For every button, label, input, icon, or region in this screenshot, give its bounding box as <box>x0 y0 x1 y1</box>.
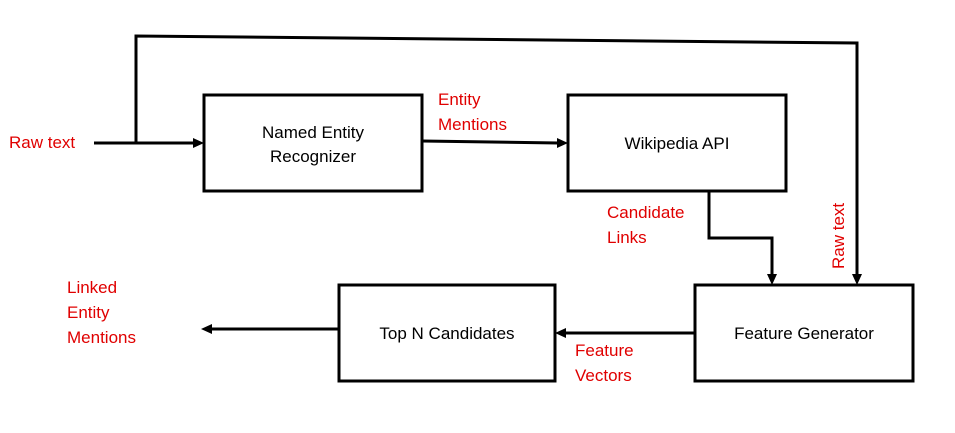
arrow-top-n-to-output <box>201 324 339 334</box>
box-named-entity-recognizer: Named Entity Recognizer <box>202 93 424 193</box>
arrow-feature-generator-to-top-n <box>555 328 695 338</box>
label-raw-text-bypass: Raw text <box>829 203 848 269</box>
label-linked-entity-mentions-line3: Mentions <box>67 328 136 347</box>
label-candidate-links-line2: Links <box>607 228 647 247</box>
ner-label-line1: Named Entity <box>262 123 365 142</box>
box-feature-generator: Feature Generator <box>693 283 915 383</box>
box-top-n-candidates: Top N Candidates <box>337 283 557 383</box>
wikipedia-api-label: Wikipedia API <box>625 134 730 153</box>
feature-generator-label: Feature Generator <box>734 324 874 343</box>
arrow-raw-text-to-ner <box>94 138 204 148</box>
arrow-wikipedia-api-to-feature-generator <box>707 191 777 285</box>
label-candidate-links-line1: Candidate <box>607 203 685 222</box>
label-raw-text-input: Raw text <box>9 133 75 152</box>
top-n-candidates-label: Top N Candidates <box>379 324 514 343</box>
label-entity-mentions-line2: Mentions <box>438 115 507 134</box>
ner-label-line2: Recognizer <box>270 147 356 166</box>
label-entity-mentions-line1: Entity <box>438 90 481 109</box>
arrow-ner-to-wikipedia-api <box>421 138 568 148</box>
label-linked-entity-mentions-line1: Linked <box>67 278 117 297</box>
label-feature-vectors-line1: Feature <box>575 341 634 360</box>
label-linked-entity-mentions-line2: Entity <box>67 303 110 322</box>
label-feature-vectors-line2: Vectors <box>575 366 632 385</box>
box-wikipedia-api: Wikipedia API <box>566 93 788 193</box>
arrow-raw-text-bypass-to-feature-generator <box>134 34 862 285</box>
